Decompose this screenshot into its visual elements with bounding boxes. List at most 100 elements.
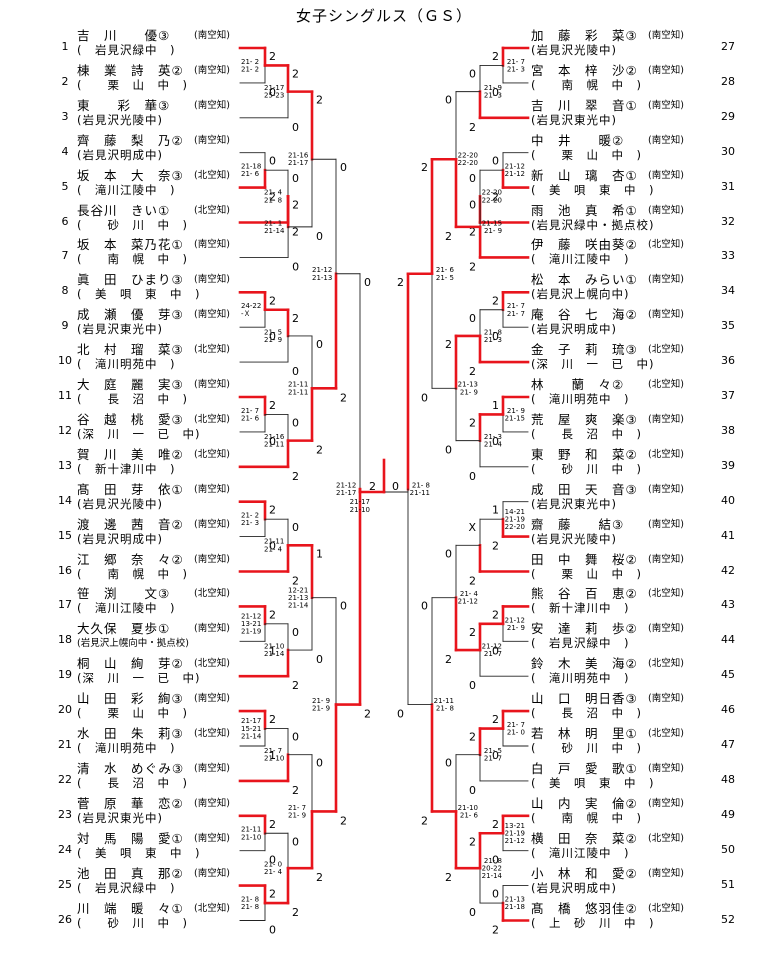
match-result-top: 0 xyxy=(269,155,276,168)
match-score: 21-14 xyxy=(241,732,262,740)
player-school: (岩見沢東光中) xyxy=(77,810,163,825)
match-result-top: X xyxy=(468,521,476,534)
player-number: 26 xyxy=(58,912,72,926)
match-score: 21-11 xyxy=(264,538,284,546)
player-school: ( 新十津川中 ) xyxy=(77,461,176,476)
match-result-bottom: 0 xyxy=(492,749,499,762)
player-region: (南空知) xyxy=(194,623,230,635)
match-result-bottom: 0 xyxy=(492,330,499,343)
player-region: (南空知) xyxy=(648,623,684,635)
player-number: 42 xyxy=(721,563,735,577)
match-result-bottom: 2 xyxy=(492,540,499,553)
match-result-bottom: 2 xyxy=(445,653,452,666)
match-score: 24-22 xyxy=(241,302,261,310)
match-score: 21- 2 xyxy=(241,512,259,520)
match-result-bottom: 0 xyxy=(269,854,276,867)
match-result-top: 2 xyxy=(269,504,276,517)
match-score: 21- 2 xyxy=(241,58,259,66)
player-school: ( 上 砂 川 中 ) xyxy=(531,915,655,930)
match-score: 21-12 xyxy=(505,170,525,178)
match-score: 21- 9 xyxy=(484,227,502,235)
player-region: (南空知) xyxy=(648,30,684,41)
match-score: 21-12 xyxy=(505,616,525,624)
match-result-bottom: 0 xyxy=(492,435,499,448)
player-number: 37 xyxy=(721,389,735,402)
player-school: ( 砂 川 中 ) xyxy=(531,741,642,755)
player-number: 30 xyxy=(721,144,735,158)
player-number: 3 xyxy=(61,109,69,123)
player-school: ( 南 幌 中 ) xyxy=(531,810,642,825)
player-number: 6 xyxy=(61,214,69,228)
match-score: 21-12 xyxy=(336,482,356,490)
player-number: 2 xyxy=(61,74,69,88)
player-number: 11 xyxy=(58,389,72,402)
match-score: 22-20 xyxy=(505,523,525,531)
player-school: (深 川 一 已 中) xyxy=(77,671,201,686)
player-region: (南空知) xyxy=(194,134,230,146)
match-result-top: 0 xyxy=(292,521,299,534)
match-result-top: 0 xyxy=(445,757,452,770)
match-score: 21-15 xyxy=(482,219,502,227)
match-score: 21-11 xyxy=(410,489,430,497)
match-result-bottom: 2 xyxy=(421,814,428,827)
match-score: 21-18 xyxy=(241,163,261,171)
match-result-top: 2 xyxy=(269,888,276,901)
match-score: 21- 4 xyxy=(264,189,283,197)
match-result-top: 0 xyxy=(316,338,323,351)
match-score: 21-17 xyxy=(241,717,261,725)
player-region: (南空知) xyxy=(194,553,230,565)
player-name: 小 林 和 愛② xyxy=(531,865,638,881)
player-region: (南空知) xyxy=(648,274,684,286)
player-region: (南空知) xyxy=(194,274,230,286)
match-result-bottom: 2 xyxy=(364,708,371,721)
match-score: 21- 3 xyxy=(507,65,525,73)
player-name: 渡 邊 茜 音② xyxy=(77,516,184,532)
player-school: (岩見沢東光中) xyxy=(531,112,617,127)
match-result-bottom: 0 xyxy=(492,854,499,867)
player-school: ( 滝川明苑中 ) xyxy=(77,741,176,755)
player-number: 47 xyxy=(721,738,735,751)
match-result-bottom: 2 xyxy=(292,226,299,239)
match-score: 21- 4 xyxy=(484,441,503,449)
match-score: 21- 8 xyxy=(436,705,454,713)
match-score: 21- 7 xyxy=(484,755,502,763)
player-school: ( 新十津川中 ) xyxy=(531,601,630,616)
match-result-top: 0 xyxy=(445,547,452,560)
match-score: 21- 6 xyxy=(436,266,455,274)
player-number: 20 xyxy=(58,703,72,717)
player-name: 清 水 めぐみ③ xyxy=(77,760,185,776)
player-region: (南空知) xyxy=(194,30,230,41)
player-number: 40 xyxy=(721,493,735,507)
match-score: 21-10 xyxy=(264,755,284,763)
match-score: 21-18 xyxy=(505,903,525,911)
match-score: 21-11 xyxy=(434,697,454,705)
match-result-top: 2 xyxy=(469,626,476,639)
player-school: ( 長 沼 中 ) xyxy=(531,426,642,441)
player-number: 46 xyxy=(721,703,735,717)
player-number: 27 xyxy=(721,40,735,53)
match-score: 22-20 xyxy=(482,189,502,197)
match-result-bottom: 0 xyxy=(469,906,476,919)
player-school: (岩見沢明成中) xyxy=(531,880,617,895)
player-number: 39 xyxy=(721,458,735,472)
match-score: 21-10 xyxy=(241,833,261,841)
player-name: 川 端 暖 々① xyxy=(77,900,184,916)
match-result-top: 1 xyxy=(492,504,499,517)
player-name: 金 子 莉 琉③ xyxy=(531,342,638,358)
player-region: (南空知) xyxy=(194,309,230,321)
match-score: 21- 7 xyxy=(507,721,525,729)
match-result-bottom: 0 xyxy=(316,653,323,666)
match-result-bottom: 2 xyxy=(292,470,299,483)
match-result-top: 0 xyxy=(469,198,476,211)
match-result-top: 2 xyxy=(469,835,476,848)
match-result-bottom: 2 xyxy=(269,191,276,204)
player-name: 江 郷 奈 々② xyxy=(77,551,184,567)
match-score: 21- 5 xyxy=(264,328,282,336)
match-result-top: 2 xyxy=(469,416,476,429)
player-name: 伊 藤 咲由葵② xyxy=(531,237,638,253)
match-score: 21-12 xyxy=(482,642,502,650)
match-result-bottom: 0 xyxy=(269,435,276,448)
match-score: 21- 9 xyxy=(484,84,502,92)
match-score: 21- 6 xyxy=(241,414,260,422)
